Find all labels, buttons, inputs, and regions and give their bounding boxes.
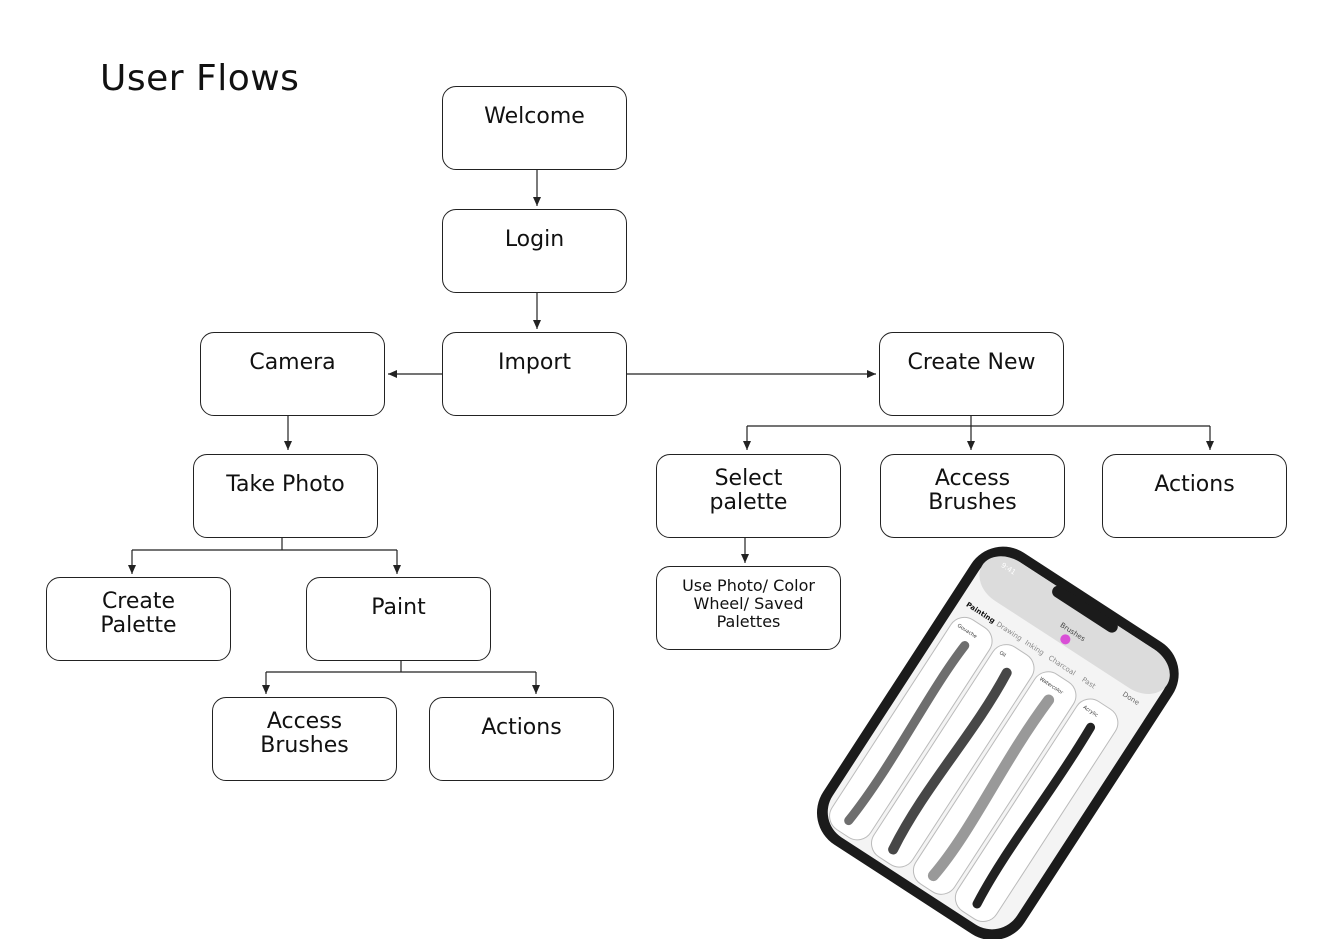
brush-stroke-acrylic xyxy=(972,722,1096,909)
brush-stroke-watercolor xyxy=(927,694,1055,882)
node-paint-access-brushes[interactable]: Access Brushes xyxy=(212,697,397,781)
node-take-photo[interactable]: Take Photo xyxy=(193,454,378,538)
phone-notch xyxy=(1052,585,1118,633)
brush-stroke-oil xyxy=(888,667,1012,855)
node-create-new[interactable]: Create New xyxy=(879,332,1064,416)
edge-paint-split xyxy=(266,661,536,673)
page-title: User Flows xyxy=(100,58,300,99)
node-paint-actions[interactable]: Actions xyxy=(429,697,614,781)
node-camera[interactable]: Camera xyxy=(200,332,385,416)
brush-stroke-gouache xyxy=(844,641,970,826)
edge-create-new-split xyxy=(747,416,1210,427)
node-create-palette[interactable]: Create Palette xyxy=(46,577,231,661)
node-login[interactable]: Login xyxy=(442,209,627,293)
node-new-actions[interactable]: Actions xyxy=(1102,454,1287,538)
node-use-photo[interactable]: Use Photo/ Color Wheel/ Saved Palettes xyxy=(656,566,841,650)
node-welcome[interactable]: Welcome xyxy=(442,86,627,170)
node-import[interactable]: Import xyxy=(442,332,627,416)
brush-label-oil: Oil xyxy=(998,650,1007,659)
node-select-palette[interactable]: Select palette xyxy=(656,454,841,538)
node-new-access-brushes[interactable]: Access Brushes xyxy=(880,454,1065,538)
edge-take-photo-split xyxy=(132,538,397,551)
color-swatch-icon xyxy=(1060,634,1071,645)
node-paint[interactable]: Paint xyxy=(306,577,491,661)
phone-toolbar xyxy=(979,556,1170,694)
